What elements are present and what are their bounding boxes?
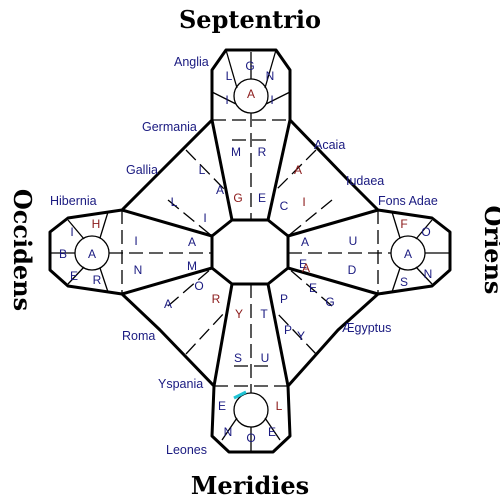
cell-letter: D xyxy=(348,263,357,277)
region-label: Ægyptus xyxy=(342,321,391,335)
cell-letter: E xyxy=(258,191,266,205)
cell-letter: R xyxy=(93,273,102,287)
cell-letter: A xyxy=(404,247,412,261)
region-label: Fons Adae xyxy=(378,194,438,208)
cell-letter: N xyxy=(134,263,143,277)
cell-letter: G xyxy=(325,295,334,309)
cell-letter: I xyxy=(70,225,73,239)
cell-letter: L xyxy=(199,163,206,177)
cell-letter: R xyxy=(258,145,267,159)
cell-letter: A xyxy=(301,235,309,249)
cell-letter: M xyxy=(231,145,241,159)
cell-letter: L xyxy=(171,195,178,209)
cell-letter: Y xyxy=(297,329,305,343)
cell-letter: P xyxy=(284,323,292,337)
cell-letter: E xyxy=(268,425,276,439)
cell-letter: A xyxy=(247,87,255,101)
region-label: Germania xyxy=(142,120,197,134)
cell-letter: P xyxy=(280,292,288,306)
cell-letter: I xyxy=(225,93,228,107)
region-label: Roma xyxy=(122,329,155,343)
south-label: Meridies xyxy=(191,471,309,500)
cyan-accent-mark xyxy=(233,390,247,400)
cell-letter: A xyxy=(188,235,196,249)
cell-letter: I xyxy=(270,93,273,107)
cell-letter: E xyxy=(309,281,317,295)
cell-letter: Y xyxy=(235,307,243,321)
region-label: Hibernia xyxy=(50,194,97,208)
cell-letter: B xyxy=(59,247,67,261)
cell-letter: T xyxy=(260,307,268,321)
cell-letter: A xyxy=(302,261,310,275)
region-label: Gallia xyxy=(126,163,158,177)
cell-letter: A xyxy=(216,183,224,197)
cell-letter: A xyxy=(294,163,302,177)
cell-letter: M xyxy=(187,259,197,273)
outer-boundary xyxy=(48,48,452,454)
cell-letter: E xyxy=(70,269,78,283)
cell-letter: I xyxy=(302,195,305,209)
cell-letter: H xyxy=(92,217,101,231)
region-label: Yspania xyxy=(158,377,203,391)
cell-letter: O xyxy=(194,279,203,293)
cell-letter: O xyxy=(421,225,430,239)
cell-letter: S xyxy=(400,275,408,289)
cell-letter: O xyxy=(246,431,255,445)
cell-letter: E xyxy=(218,399,226,413)
cell-letter: E xyxy=(299,257,307,271)
cell-letter: N xyxy=(224,425,233,439)
cell-letter: N xyxy=(266,69,275,83)
cell-letter: I xyxy=(203,211,206,225)
cell-letter: A xyxy=(164,297,172,311)
south-circle xyxy=(233,392,269,428)
region-label: Iudaea xyxy=(346,174,384,188)
cell-letter: G xyxy=(233,191,242,205)
region-label: Leones xyxy=(166,443,207,457)
region-label: Acaia xyxy=(314,138,345,152)
cell-letter: C xyxy=(280,199,289,213)
cell-letter: L xyxy=(226,69,233,83)
east-label: Oriens xyxy=(479,206,500,295)
cell-letter: L xyxy=(276,399,283,413)
internal-dashed-lines xyxy=(109,113,391,393)
inner-spokes xyxy=(121,119,379,387)
cell-letter: A xyxy=(88,247,96,261)
cell-letter: S xyxy=(234,351,242,365)
arm-tip-lines xyxy=(50,49,450,452)
cell-letter: G xyxy=(245,59,254,73)
region-label: Anglia xyxy=(174,55,209,69)
cell-letter: F xyxy=(400,217,407,231)
center-octagon xyxy=(210,218,290,286)
cell-letter: R xyxy=(212,292,221,306)
cell-letter: U xyxy=(261,351,270,365)
cell-letter: N xyxy=(424,267,433,281)
cell-letter: I xyxy=(134,234,137,248)
north-label: Septentrio xyxy=(179,5,321,34)
west-label: Occidens xyxy=(8,189,37,311)
cell-letter: U xyxy=(349,234,358,248)
